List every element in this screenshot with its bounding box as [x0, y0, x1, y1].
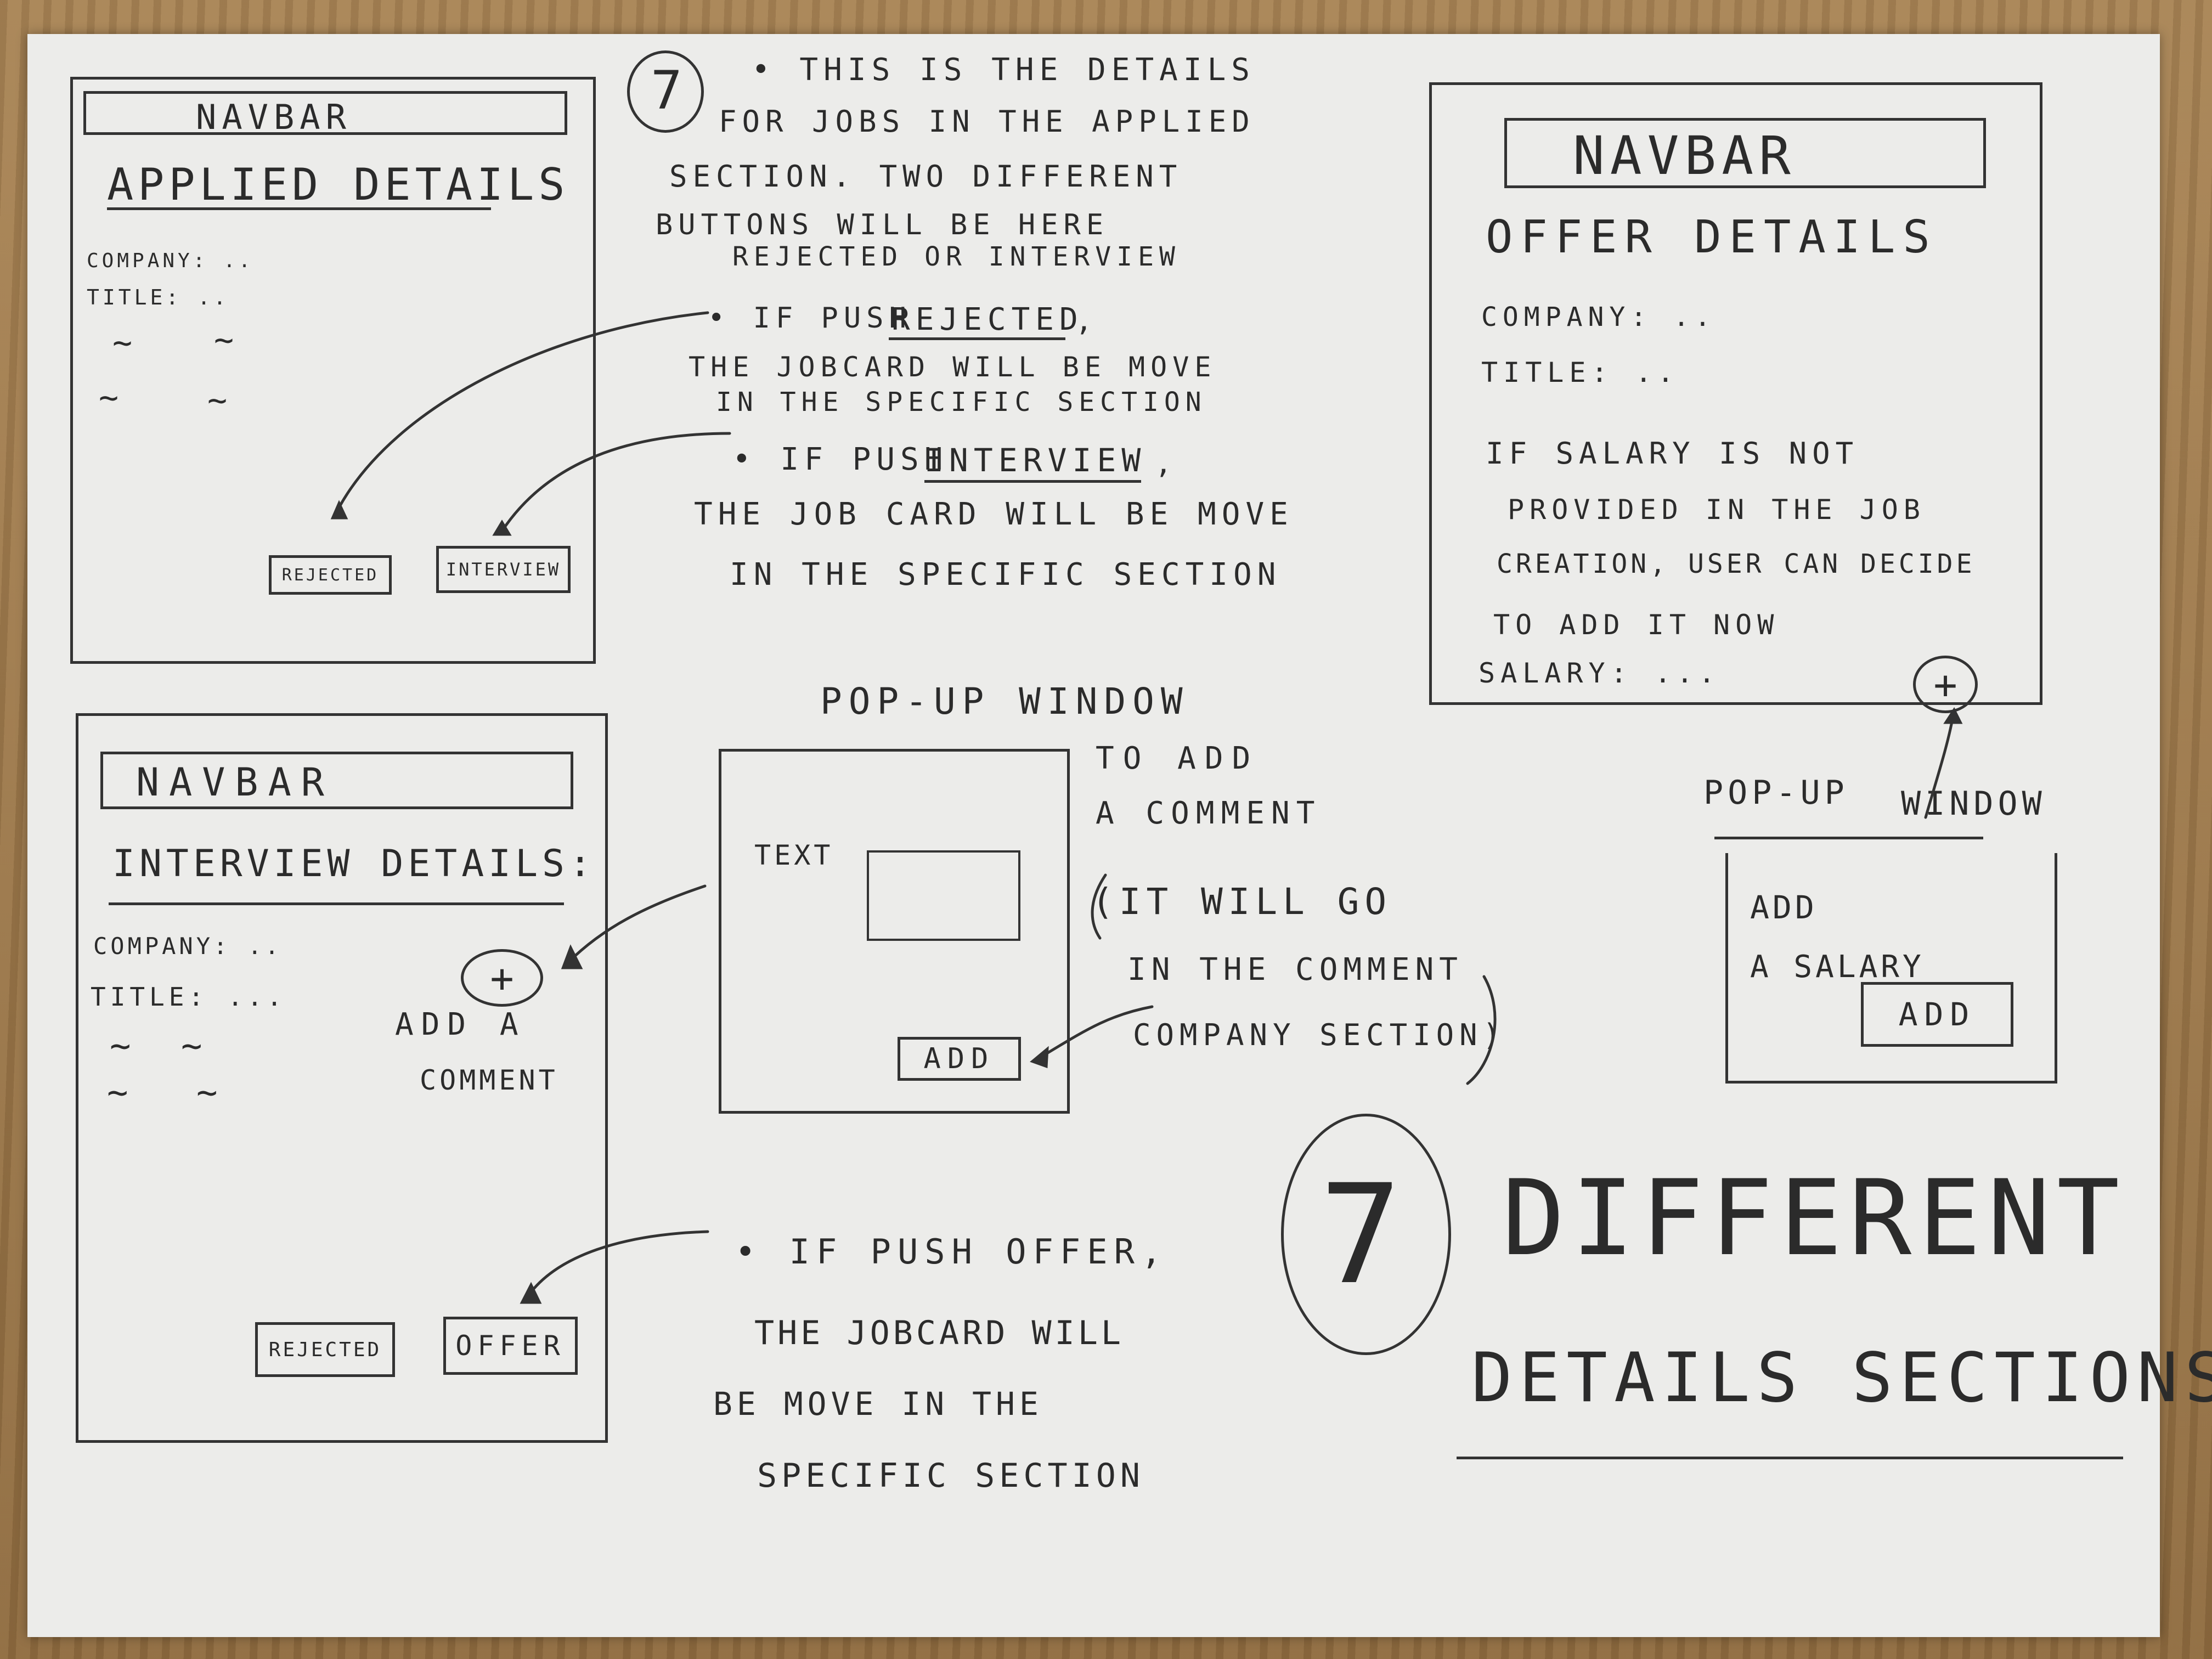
interview-squiggle: ~ [181, 1026, 208, 1066]
offer-salary-note: PROVIDED IN THE JOB [1508, 494, 1926, 526]
summary-line-1: DIFFERENT [1502, 1158, 2126, 1279]
applied-page-title: APPLIED DETAILS [107, 159, 569, 210]
offer-salary-note: TO ADD IT NOW [1493, 609, 1780, 641]
salary-popup-heading: POP-UP [1703, 774, 1849, 812]
section-number: 7 [651, 60, 682, 121]
interview-note-prefix: • IF PUSH [732, 442, 949, 477]
salary-popup-text: ADD [1750, 889, 1818, 926]
rejected-word-underline [889, 337, 1065, 340]
comment-side-note: TO ADD [1096, 741, 1260, 776]
interview-note-comma: , [1155, 447, 1178, 480]
interview-note-line: IN THE SPECIFIC SECTION [730, 557, 1282, 592]
add-salary-button[interactable]: + [1913, 656, 1978, 713]
applied-title-underline [107, 207, 491, 210]
plus-icon: + [1933, 661, 1957, 708]
offer-company-field: COMPANY: .. [1481, 302, 1716, 332]
summary-number-circle: 7 [1281, 1114, 1451, 1355]
applied-squiggle: ~ [112, 324, 138, 362]
applied-intro-line: • THIS IS THE DETAILS [752, 52, 1256, 88]
offer-note-line: BE MOVE IN THE [713, 1385, 1043, 1423]
comment-popup-heading: POP-UP WINDOW [820, 680, 1189, 723]
rejected-note-line: THE JOBCARD WILL BE MOVE [689, 351, 1217, 383]
applied-squiggle: ~ [214, 321, 240, 359]
offer-salary-note: IF SALARY IS NOT [1486, 436, 1859, 471]
offer-note-line: THE JOBCARD WILL [754, 1314, 1124, 1352]
interview-note-word: INTERVIEW [924, 442, 1147, 479]
comment-add-button[interactable]: ADD [898, 1037, 1021, 1081]
salary-popup-heading: WINDOW [1901, 785, 2046, 823]
interview-squiggle: ~ [107, 1073, 134, 1113]
interview-rejected-button[interactable]: REJECTED [255, 1322, 395, 1377]
sketch-paper [27, 34, 2160, 1637]
applied-squiggle: ~ [99, 379, 125, 417]
add-comment-label: ADD A [395, 1007, 526, 1042]
offer-salary-note: CREATION, USER CAN DECIDE [1497, 549, 1976, 579]
applied-squiggle: ~ [207, 381, 233, 420]
comment-text-label: TEXT [754, 839, 834, 871]
interview-squiggle: ~ [110, 1026, 137, 1066]
applied-navbar: NAVBAR [83, 91, 567, 137]
applied-interview-button[interactable]: INTERVIEW [436, 546, 571, 593]
salary-heading-underline [1714, 837, 1983, 839]
applied-intro-line: BUTTONS WILL BE HERE [656, 208, 1109, 241]
applied-intro-line: REJECTED OR INTERVIEW [732, 241, 1181, 272]
summary-number: 7 [1319, 1155, 1402, 1314]
offer-salary-field: SALARY: ... [1479, 657, 1721, 689]
interview-navbar: NAVBAR [100, 752, 573, 809]
rejected-note-line: IN THE SPECIFIC SECTION [716, 387, 1207, 417]
rejected-note-comma: , [1075, 304, 1098, 337]
offer-navbar: NAVBAR [1504, 118, 1986, 188]
interview-navbar-label: NAVBAR [136, 760, 334, 805]
comment-side-note: A COMMENT [1096, 795, 1322, 831]
salary-add-button[interactable]: ADD [1861, 982, 2013, 1047]
applied-company-field: COMPANY: .. [87, 250, 254, 272]
comment-popup-window [719, 749, 1070, 1114]
summary-underline [1457, 1457, 2123, 1459]
interview-squiggle: ~ [196, 1073, 223, 1113]
offer-phone-frame [1429, 82, 2042, 705]
applied-intro-line: FOR JOBS IN THE APPLIED [719, 104, 1255, 139]
interview-word-underline [924, 480, 1141, 483]
interview-company-field: COMPANY: .. [93, 933, 283, 960]
comment-text-input[interactable] [867, 850, 1020, 941]
offer-page-title: OFFER DETAILS [1486, 211, 1938, 263]
applied-rejected-button[interactable]: REJECTED [269, 555, 392, 595]
comment-paren-note: COMPANY SECTION) [1133, 1018, 1506, 1052]
rejected-note-word: REJECTED [891, 302, 1084, 337]
interview-title-underline [109, 902, 564, 905]
offer-note-line: • IF PUSH OFFER, [735, 1232, 1169, 1272]
rejected-note-prefix: • IF PUSH [708, 302, 912, 335]
offer-navbar-label: NAVBAR [1573, 125, 1796, 187]
salary-popup-window [1725, 853, 2057, 1084]
add-comment-label: COMMENT [420, 1064, 558, 1096]
offer-note-line: SPECIFIC SECTION [757, 1457, 1144, 1495]
comment-paren-note: IN THE COMMENT [1127, 952, 1464, 988]
interview-phone-frame [76, 713, 608, 1443]
salary-popup-text: A SALARY [1750, 949, 1925, 985]
applied-intro-line: SECTION. TWO DIFFERENT [669, 159, 1183, 194]
interview-note-line: THE JOB CARD WILL BE MOVE [694, 496, 1294, 532]
add-comment-button[interactable]: + [461, 949, 543, 1007]
plus-icon: + [490, 955, 514, 1001]
offer-title-field: TITLE: .. [1481, 357, 1679, 388]
applied-navbar-label: NAVBAR [196, 97, 352, 137]
section-number-circle: 7 [627, 50, 704, 133]
interview-title-field: TITLE: ... [91, 982, 286, 1012]
summary-line-2: DETAILS SECTIONS [1471, 1339, 2212, 1418]
interview-page-title: INTERVIEW DETAILS: [112, 842, 596, 885]
interview-offer-button[interactable]: OFFER [443, 1317, 578, 1375]
comment-paren-note: (IT WILL GO [1092, 881, 1392, 923]
applied-title-field: TITLE: .. [87, 285, 229, 309]
